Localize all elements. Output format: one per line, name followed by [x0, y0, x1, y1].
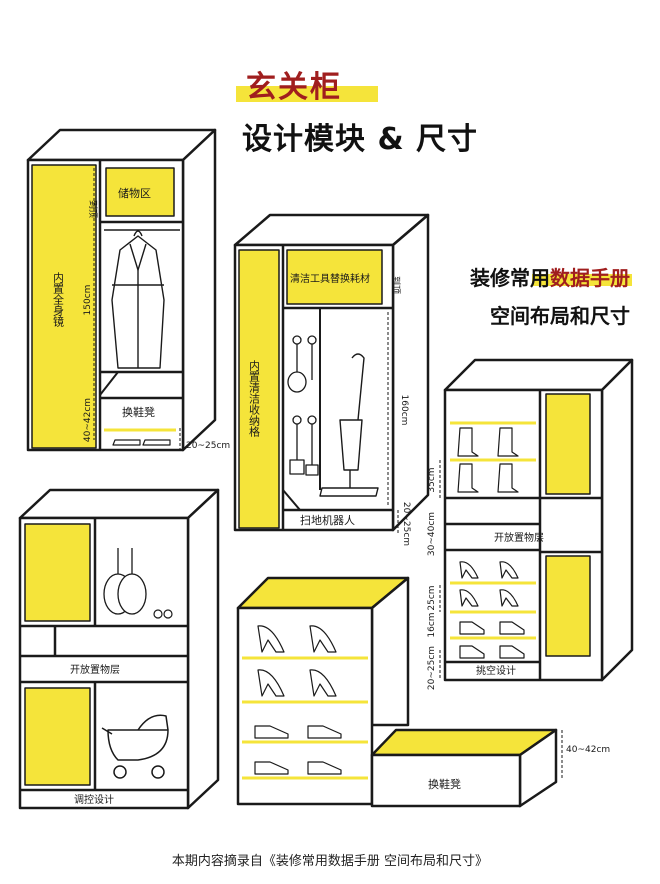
- label-d-open-shelf: 开放置物层: [70, 663, 120, 676]
- inner-storage-panel: [238, 249, 280, 529]
- coat-icon: [111, 230, 165, 369]
- label-b-inner-storage: 内置清洁收纳格: [248, 359, 261, 438]
- label-c-16: 16cm: [427, 612, 437, 637]
- hook-tool-icon: [287, 335, 319, 476]
- tagline-secondary: 空间布局和尺寸: [490, 304, 630, 328]
- footer-note: 本期内容摘录自《装修常用数据手册 空间布局和尺寸》: [171, 854, 489, 869]
- page-title: 玄关柜: [246, 70, 342, 105]
- label-a-2025: 20~25cm: [186, 441, 230, 451]
- high-heel-icon: [459, 561, 519, 607]
- title-highlight: [236, 86, 378, 102]
- label-c-2025: 20~25cm: [427, 646, 437, 690]
- label-e-bench: 换鞋凳: [428, 777, 461, 791]
- label-c-25: 25cm: [427, 585, 437, 610]
- mirror-panel: [31, 164, 97, 449]
- tennis-racket-icon: [103, 548, 147, 615]
- upper-panel: [545, 393, 591, 495]
- tagline-prefix: 装修常用: [470, 266, 550, 290]
- label-d-adjust: 调控设计: [74, 793, 114, 806]
- consumables-panel: [286, 249, 383, 305]
- vacuum-icon: [319, 353, 379, 497]
- label-c-raised: 挑空设计: [476, 664, 516, 677]
- label-a-bench: 换鞋凳: [122, 405, 155, 419]
- label-a-150: 150cm: [83, 285, 93, 316]
- sneaker-icon: [142, 439, 171, 446]
- storage-panel: [105, 167, 175, 217]
- label-b-robot: 扫地机器人: [300, 513, 355, 527]
- boots-icon: [457, 427, 519, 493]
- label-c-35: 35cm: [427, 467, 437, 492]
- high-heel-icon: [257, 625, 337, 697]
- tagline-highlight-bar: [532, 274, 632, 286]
- tagline-highlight: 数据手册: [550, 266, 630, 290]
- label-a-to-top: 到顶: [87, 200, 99, 218]
- cabinet-c: [439, 358, 634, 682]
- label-a-storage: 储物区: [118, 186, 151, 200]
- label-e-40: 40~42cm: [566, 745, 610, 755]
- sneaker-icon: [254, 725, 342, 775]
- cabinet-b: [233, 213, 430, 535]
- sneaker-icon: [112, 439, 141, 446]
- tennis-ball-icon: [153, 609, 163, 619]
- cabinet-e: [236, 576, 563, 808]
- tagline: 装修常用数据手册: [470, 262, 630, 291]
- cabinet-d: [18, 488, 220, 810]
- upper-panel: [24, 523, 91, 622]
- tennis-ball-icon: [163, 609, 173, 619]
- label-b-160: 160cm: [399, 395, 409, 426]
- stroller-icon: [101, 714, 169, 779]
- label-c-open-shelf: 开放置物层: [494, 531, 544, 544]
- label-a-40: 40~42cm: [83, 398, 93, 442]
- lower-panel: [545, 555, 591, 657]
- label-b-2025: 20~25cm: [401, 502, 411, 546]
- cabinet-a: [26, 128, 217, 452]
- lower-panel: [24, 687, 91, 786]
- label-b-to-top: 到顶: [390, 276, 402, 294]
- label-a-mirror: 内置全身镜: [52, 271, 65, 328]
- label-c-3040: 30~40cm: [427, 512, 437, 556]
- page-subtitle: 设计模块 & 尺寸: [242, 122, 479, 157]
- sneaker-icon: [459, 621, 525, 659]
- label-b-consumables: 清洁工具替换耗材: [290, 272, 370, 285]
